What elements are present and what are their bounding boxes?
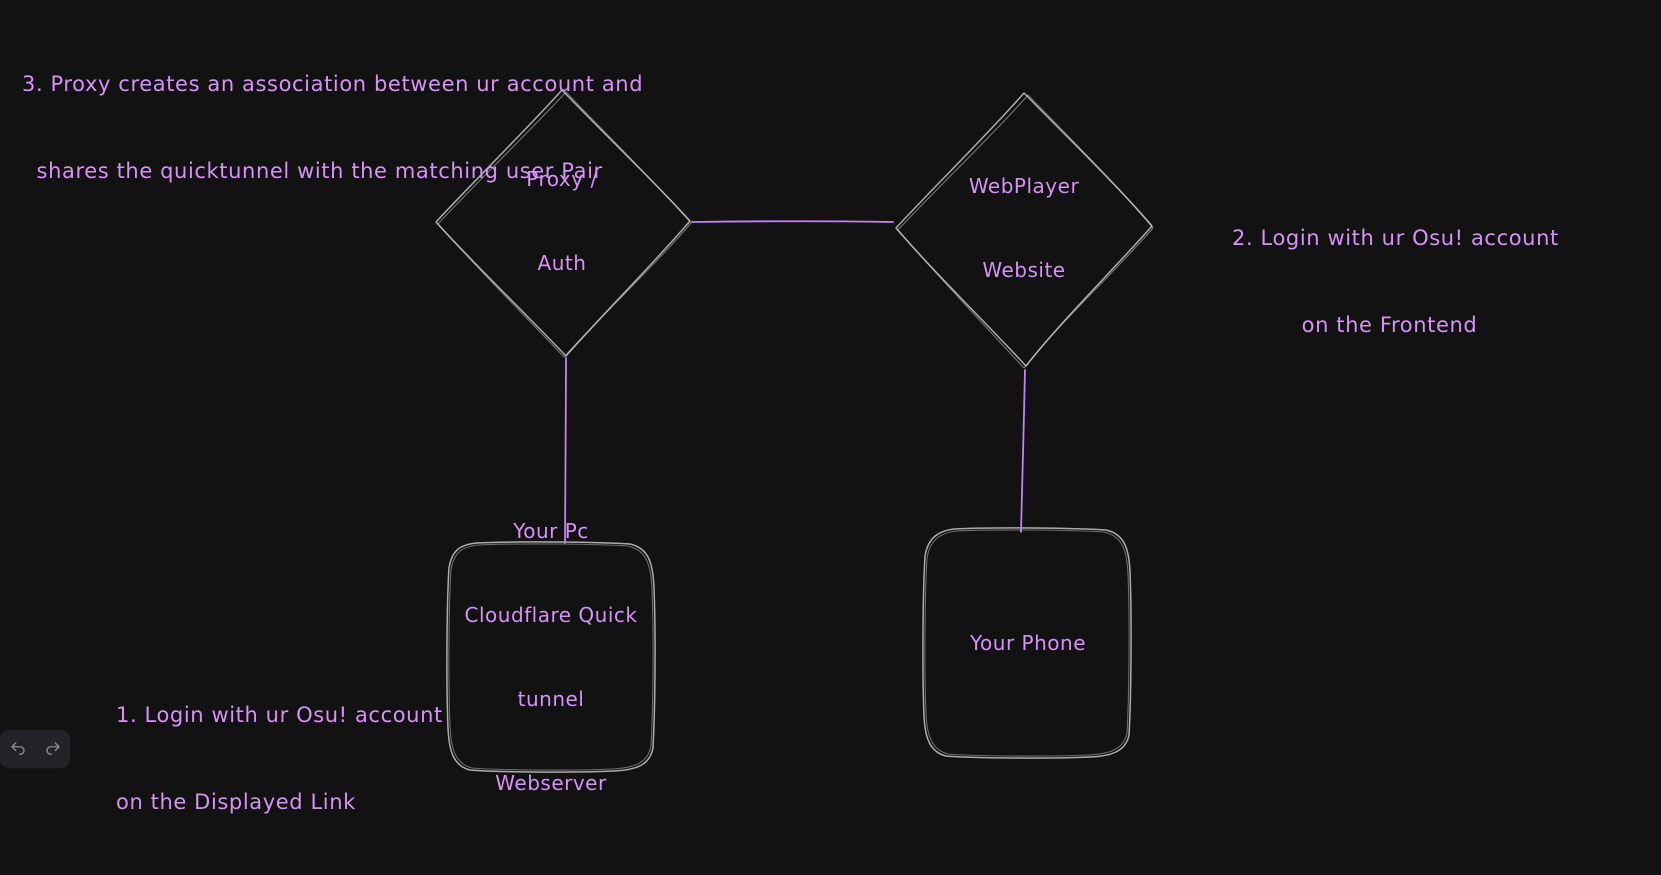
- annotation-step-3-line-2: shares the quicktunnel with the matching…: [22, 159, 603, 183]
- annotation-step-1-line-1: 1. Login with ur Osu! account: [116, 703, 443, 727]
- connector-proxy-to-webplayer[interactable]: [691, 220, 894, 223]
- annotation-step-2[interactable]: 2. Login with ur Osu! account on the Fro…: [1232, 166, 1559, 398]
- shape-label-your-pc[interactable]: Your Pc Cloudflare Quick tunnel Webserve…: [465, 461, 638, 853]
- history-toolbar[interactable]: [0, 730, 70, 768]
- redo-button[interactable]: [40, 736, 66, 762]
- connector-webplayer-to-your-phone[interactable]: [1020, 369, 1026, 533]
- annotation-step-3-line-1: 3. Proxy creates an association between …: [22, 72, 644, 96]
- shape-label-your-pc-line-2: Cloudflare Quick: [464, 603, 638, 627]
- shape-label-your-phone-line-1: Your Phone: [969, 631, 1087, 655]
- shape-label-your-pc-line-1: Your Pc: [513, 519, 589, 543]
- shape-label-your-pc-line-4: Webserver: [495, 771, 607, 795]
- annotation-step-3[interactable]: 3. Proxy creates an association between …: [22, 12, 643, 244]
- connector-proxy-to-your-pc[interactable]: [564, 357, 567, 544]
- shape-proxy-auth[interactable]: [435, 89, 692, 358]
- shape-label-webplayer-website-line-1: WebPlayer: [968, 174, 1080, 198]
- undo-icon: [10, 742, 25, 755]
- diagram-shapes-layer: [435, 89, 1154, 773]
- shape-your-phone[interactable]: [922, 527, 1132, 759]
- shape-label-proxy-auth[interactable]: Proxy / Auth: [526, 109, 597, 333]
- shape-label-proxy-auth-line-1: Proxy /: [526, 167, 598, 191]
- shape-label-webplayer-website-line-2: Website: [982, 258, 1066, 282]
- annotation-step-1-line-2: on the Displayed Link: [116, 790, 356, 814]
- annotation-step-2-line-2: on the Frontend: [1301, 313, 1478, 337]
- undo-button[interactable]: [5, 736, 31, 762]
- shape-your-pc[interactable]: [446, 541, 656, 773]
- shape-label-your-phone[interactable]: Your Phone: [970, 573, 1086, 713]
- shape-label-proxy-auth-line-2: Auth: [537, 251, 587, 275]
- redo-icon: [45, 742, 60, 755]
- shape-label-your-pc-line-3: tunnel: [517, 687, 585, 711]
- shape-webplayer-website[interactable]: [895, 92, 1154, 369]
- annotation-step-1[interactable]: 1. Login with ur Osu! account on the Dis…: [116, 643, 443, 875]
- annotation-step-2-line-1: 2. Login with ur Osu! account: [1232, 226, 1559, 250]
- shape-label-webplayer-website[interactable]: WebPlayer Website: [969, 116, 1079, 340]
- excalidraw-canvas[interactable]: 3. Proxy creates an association between …: [0, 0, 1661, 828]
